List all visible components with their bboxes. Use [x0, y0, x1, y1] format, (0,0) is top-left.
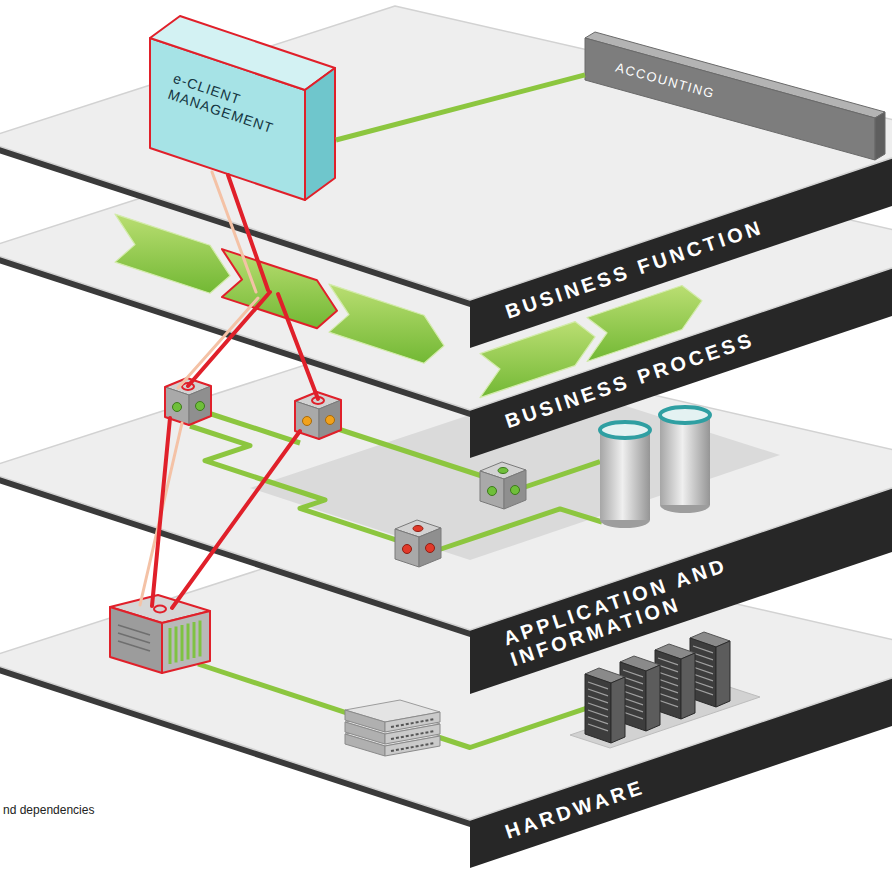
server-box-part-part — [169, 628, 172, 664]
server-box-part — [170, 621, 200, 665]
plane-surface — [0, 6, 892, 300]
application-wire-part — [205, 412, 300, 443]
dependency-line-part — [188, 292, 270, 386]
server-box-part-part — [187, 624, 190, 660]
process-chevron-part — [115, 214, 230, 293]
application-illustration-part-part — [426, 544, 435, 553]
application-illustration-part-part — [326, 416, 335, 425]
network-wire — [198, 664, 598, 748]
hardware-illustration-part — [690, 632, 730, 707]
server-box-part-part — [175, 627, 178, 663]
application-illustration-part-part — [403, 545, 412, 554]
application-illustration-part-part — [488, 487, 497, 496]
hardware-illustration-part — [345, 700, 440, 732]
dependency-line-part — [178, 298, 258, 388]
application-illustration-part — [395, 520, 441, 567]
application-illustration-part-part — [303, 417, 312, 426]
server-box — [110, 595, 210, 673]
hardware-illustration-part — [620, 656, 660, 731]
storage-cylinder — [600, 407, 710, 528]
server-box-part — [162, 611, 210, 673]
application-wire-part — [335, 428, 485, 477]
box-front-face — [585, 38, 875, 160]
application-illustration-part-part — [395, 520, 441, 567]
application-illustration-part-part — [196, 402, 205, 411]
dependency-line-part — [152, 418, 170, 606]
dependency-line-part — [228, 175, 268, 290]
layer-plane: BUSINESS FUNCTIONe-CLIENT MANAGEMENTACCO… — [0, 0, 892, 352]
dependency-line-part — [278, 294, 318, 399]
server-box-part-part — [181, 625, 184, 661]
network-wire-part — [438, 704, 598, 747]
application-wire-part — [190, 426, 405, 543]
application-illustration-part — [480, 462, 526, 509]
hardware-illustration-part — [585, 668, 625, 743]
storage-cylinder-part — [600, 430, 650, 520]
box-shape — [585, 32, 885, 162]
dependency-line — [140, 418, 300, 608]
server-box-part — [110, 607, 162, 673]
dependency-line — [178, 292, 318, 399]
dependency-line-part — [172, 431, 300, 608]
process-chevron-part — [329, 284, 444, 363]
application-illustration-part-part — [173, 403, 182, 412]
server-box-part-part — [193, 622, 196, 658]
connector-line — [336, 75, 585, 140]
caption: nd dependencies — [3, 803, 94, 817]
application-illustration-part-part — [480, 462, 526, 509]
application-wire-part — [438, 509, 602, 550]
application-illustration-part-part — [498, 468, 508, 474]
application-illustration-part-part — [413, 526, 423, 532]
server-box-part-part — [118, 625, 150, 635]
server-box-part-part — [118, 633, 150, 643]
server-box-part-part — [199, 621, 202, 657]
box-side-face — [305, 68, 335, 200]
network-wire-part — [198, 664, 352, 715]
server-box-part — [118, 625, 150, 651]
function-box: e-CLIENT MANAGEMENT — [150, 10, 336, 210]
storage-cylinder-part — [660, 415, 710, 505]
storage-cylinder-part — [600, 422, 650, 438]
application-illustration-part-part — [511, 486, 520, 495]
dependency-line — [212, 172, 268, 292]
function-box: ACCOUNTING — [585, 32, 885, 162]
application-wire-part — [522, 462, 600, 488]
server-box-part — [154, 606, 166, 613]
server-box-part-part — [118, 641, 150, 651]
layer-plane-shape — [0, 0, 892, 352]
hardware-illustration-part — [655, 644, 695, 719]
box-side-face — [875, 112, 885, 160]
process-chevron-part — [222, 249, 337, 328]
storage-cylinder-part — [660, 407, 710, 423]
